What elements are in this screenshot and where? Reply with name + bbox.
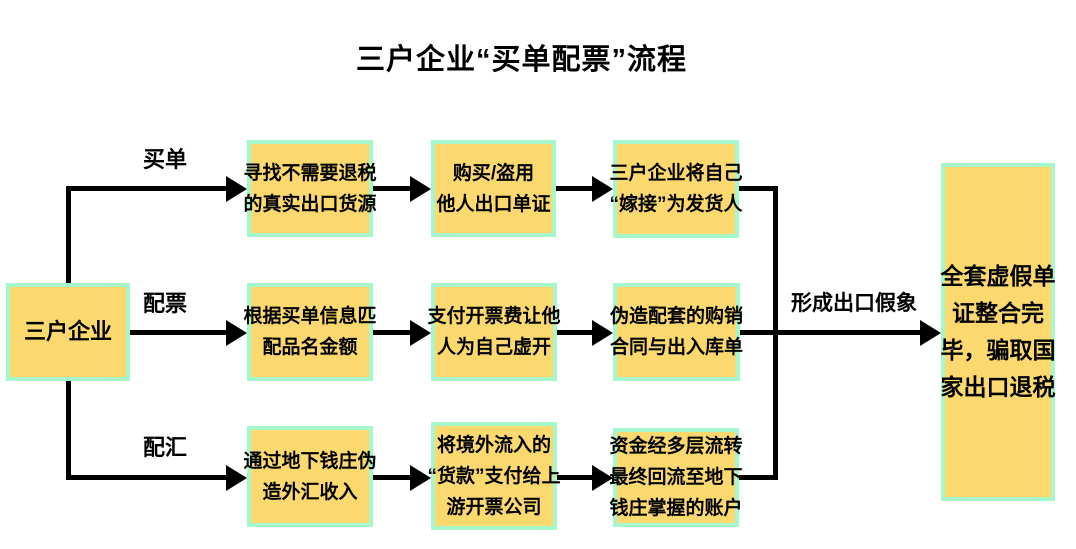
flow-box-line: “嫁接”为发货人 bbox=[609, 194, 743, 215]
flow-box-r1c2: 购买/盗用 他人出口单证 bbox=[431, 140, 556, 237]
flow-box-line: 他人出口单证 bbox=[436, 193, 551, 215]
source-box-label: 三户企业 bbox=[23, 319, 112, 344]
arrowhead-r1-c-icon bbox=[592, 176, 613, 202]
branch-label-match-invoice: 配票 bbox=[142, 291, 187, 316]
flow-box-r3c2: 将境外流入的 “货款”支付给上 游开票公司 bbox=[428, 422, 561, 530]
connector-r1-from-trunk bbox=[66, 186, 226, 191]
flow-box-r1c1: 寻找不需要退税 的真实出口货源 bbox=[244, 140, 377, 237]
flow-box-line: “货款”支付给上 bbox=[427, 465, 561, 487]
result-box-line: 全套虚假单 bbox=[940, 263, 1056, 289]
connector-r1-to-merge bbox=[739, 186, 778, 191]
flow-box-line: 配品名金额 bbox=[262, 337, 358, 358]
arrowhead-r3-a-icon bbox=[226, 465, 247, 491]
flow-box-r2c3: 伪造配套的购销 合同与出入库单 bbox=[610, 283, 744, 381]
flow-box-r2c2: 支付开票费让他 人为自己虚开 bbox=[428, 283, 561, 381]
result-box-line: 毕，骗取国 bbox=[940, 337, 1056, 363]
flow-box-line: 三户企业将自己 bbox=[609, 163, 743, 184]
result-box-line: 证整合完 bbox=[952, 300, 1044, 326]
connector-r3-b bbox=[373, 475, 410, 480]
connector-r3-from-trunk bbox=[66, 475, 226, 480]
arrowhead-r1-a-icon bbox=[226, 176, 247, 202]
flow-box-line: 通过地下钱庄伪 bbox=[243, 450, 377, 472]
flow-box-line: 造外汇收入 bbox=[262, 481, 358, 503]
arrowhead-r1-b-icon bbox=[410, 176, 431, 202]
connector-r2-from-source bbox=[130, 330, 226, 335]
connector-r3-to-merge bbox=[739, 475, 778, 480]
connector-r2-to-merge bbox=[739, 330, 778, 335]
flow-box-line: 将境外流入的 bbox=[436, 434, 551, 456]
flow-box-r3c3: 资金经多层流转 最终回流至地下 钱庄掌握的账户 bbox=[610, 428, 743, 527]
merge-label-export-illusion: 形成出口假象 bbox=[791, 292, 917, 315]
flow-box-line: 资金经多层流转 bbox=[609, 436, 743, 457]
connector-r2-b bbox=[373, 330, 410, 335]
flow-box-line: 支付开票费让他 bbox=[427, 306, 561, 327]
flow-box-line: 游开票公司 bbox=[446, 496, 542, 518]
branch-label-buy-order: 买单 bbox=[142, 147, 187, 172]
flow-box-r3c1: 通过地下钱庄伪 造外汇收入 bbox=[244, 426, 377, 527]
flow-box-line: 根据买单信息匹 bbox=[243, 306, 377, 327]
connector-r2-c bbox=[556, 330, 592, 335]
flow-box-line: 的真实出口货源 bbox=[243, 193, 377, 215]
flow-box-line: 钱庄掌握的账户 bbox=[609, 498, 743, 519]
arrowhead-r3-b-icon bbox=[410, 465, 431, 491]
arrowhead-result-icon bbox=[920, 320, 941, 346]
arrowhead-r3-c-icon bbox=[592, 465, 613, 491]
flow-box-r1c3: 三户企业将自己 “嫁接”为发货人 bbox=[610, 140, 743, 238]
branch-label-match-forex: 配汇 bbox=[142, 435, 187, 460]
source-box-three-companies: 三户企业 bbox=[6, 283, 130, 381]
connector-r3-c bbox=[557, 475, 592, 480]
connector-r1-c bbox=[556, 186, 592, 191]
flow-box-line: 寻找不需要退税 bbox=[243, 162, 377, 184]
diagram-title: 三户企业“买单配票”流程 bbox=[355, 44, 687, 76]
arrowhead-r2-a-icon bbox=[226, 320, 247, 346]
connector-merge-to-result bbox=[773, 330, 920, 335]
arrowhead-r2-b-icon bbox=[410, 320, 431, 346]
flow-box-r2c1: 根据买单信息匹 配品名金额 bbox=[244, 283, 377, 381]
flow-box-line: 合同与出入库单 bbox=[610, 337, 744, 358]
connector-r1-b bbox=[373, 186, 410, 191]
flow-box-line: 最终回流至地下 bbox=[609, 467, 743, 488]
flow-box-line: 购买/盗用 bbox=[452, 162, 535, 184]
result-box-line: 家出口退税 bbox=[940, 374, 1056, 400]
result-box-fraud-complete: 全套虚假单 证整合完 毕，骗取国 家出口退税 bbox=[940, 163, 1056, 501]
flow-box-line: 伪造配套的购销 bbox=[610, 306, 744, 327]
arrowhead-r2-c-icon bbox=[592, 320, 613, 346]
flow-box-line: 人为自己虚开 bbox=[436, 337, 551, 358]
